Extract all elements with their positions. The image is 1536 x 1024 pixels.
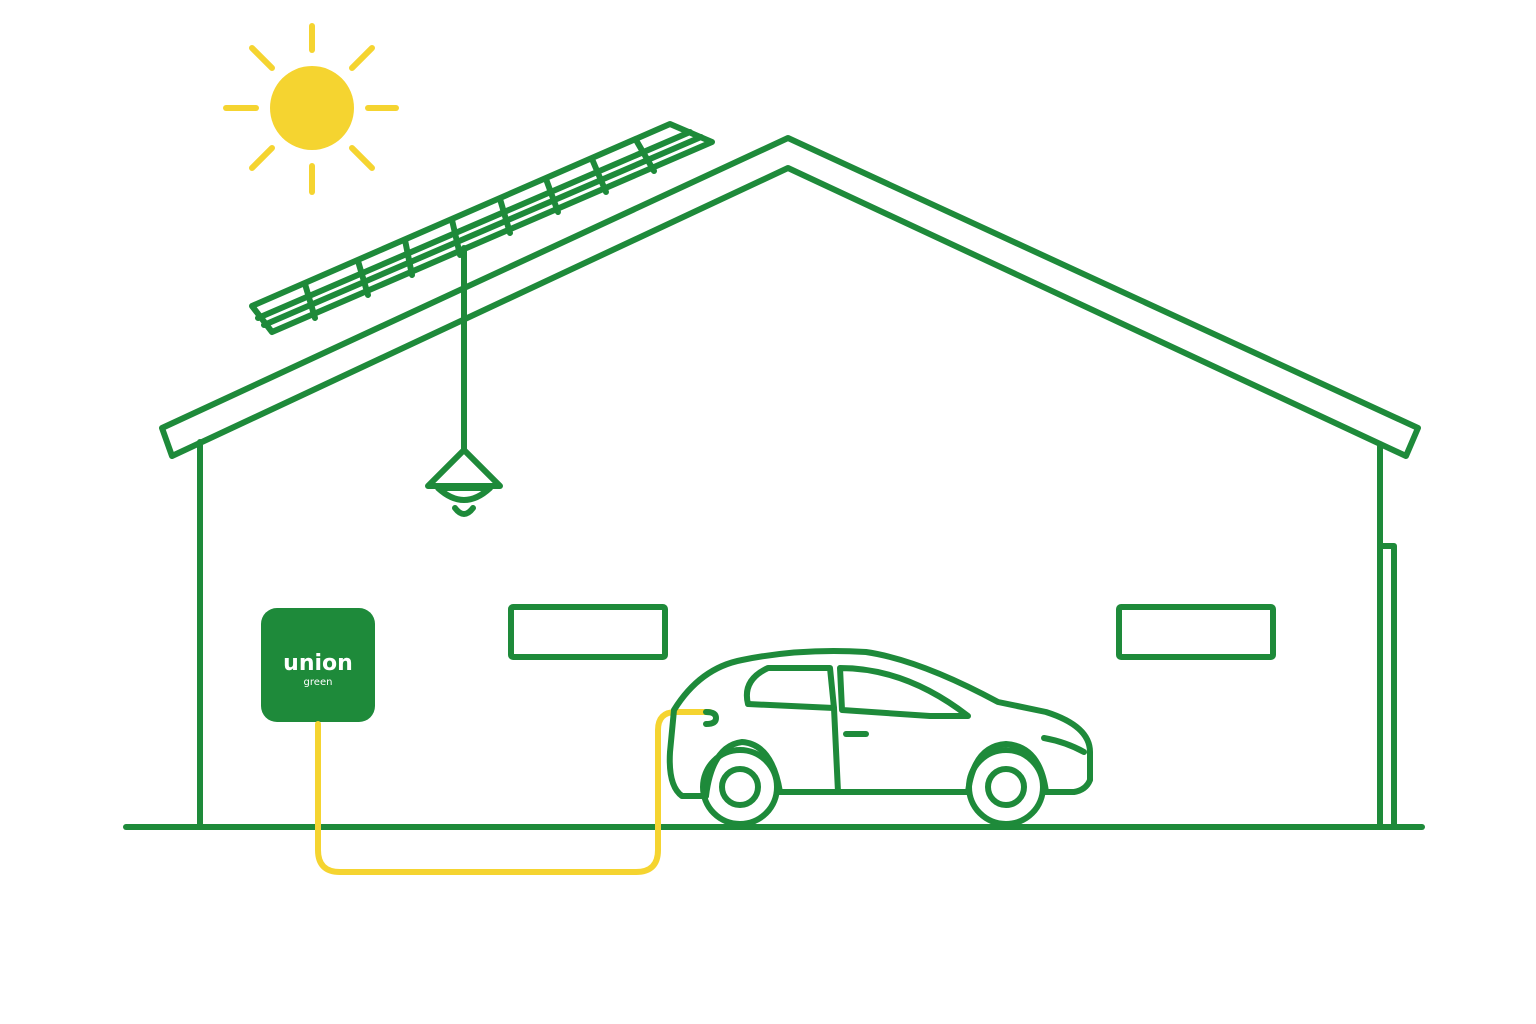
ev-charger: union green: [261, 608, 375, 722]
sun-disc: [270, 66, 354, 150]
window-right: [1116, 604, 1276, 660]
brand-name: union: [283, 651, 353, 676]
window-left: [508, 604, 668, 660]
ceiling-lamp-icon: [425, 245, 503, 517]
solar-panel-icon: [249, 121, 715, 335]
sun-icon: [223, 23, 399, 195]
sun-rays: [223, 23, 399, 195]
charger-box: [261, 608, 375, 722]
house-roof: [159, 135, 1421, 459]
house-walls: [197, 439, 1397, 829]
charging-cable: [315, 709, 713, 875]
brand-sub: green: [304, 677, 333, 688]
electric-car-icon: [666, 648, 1093, 827]
